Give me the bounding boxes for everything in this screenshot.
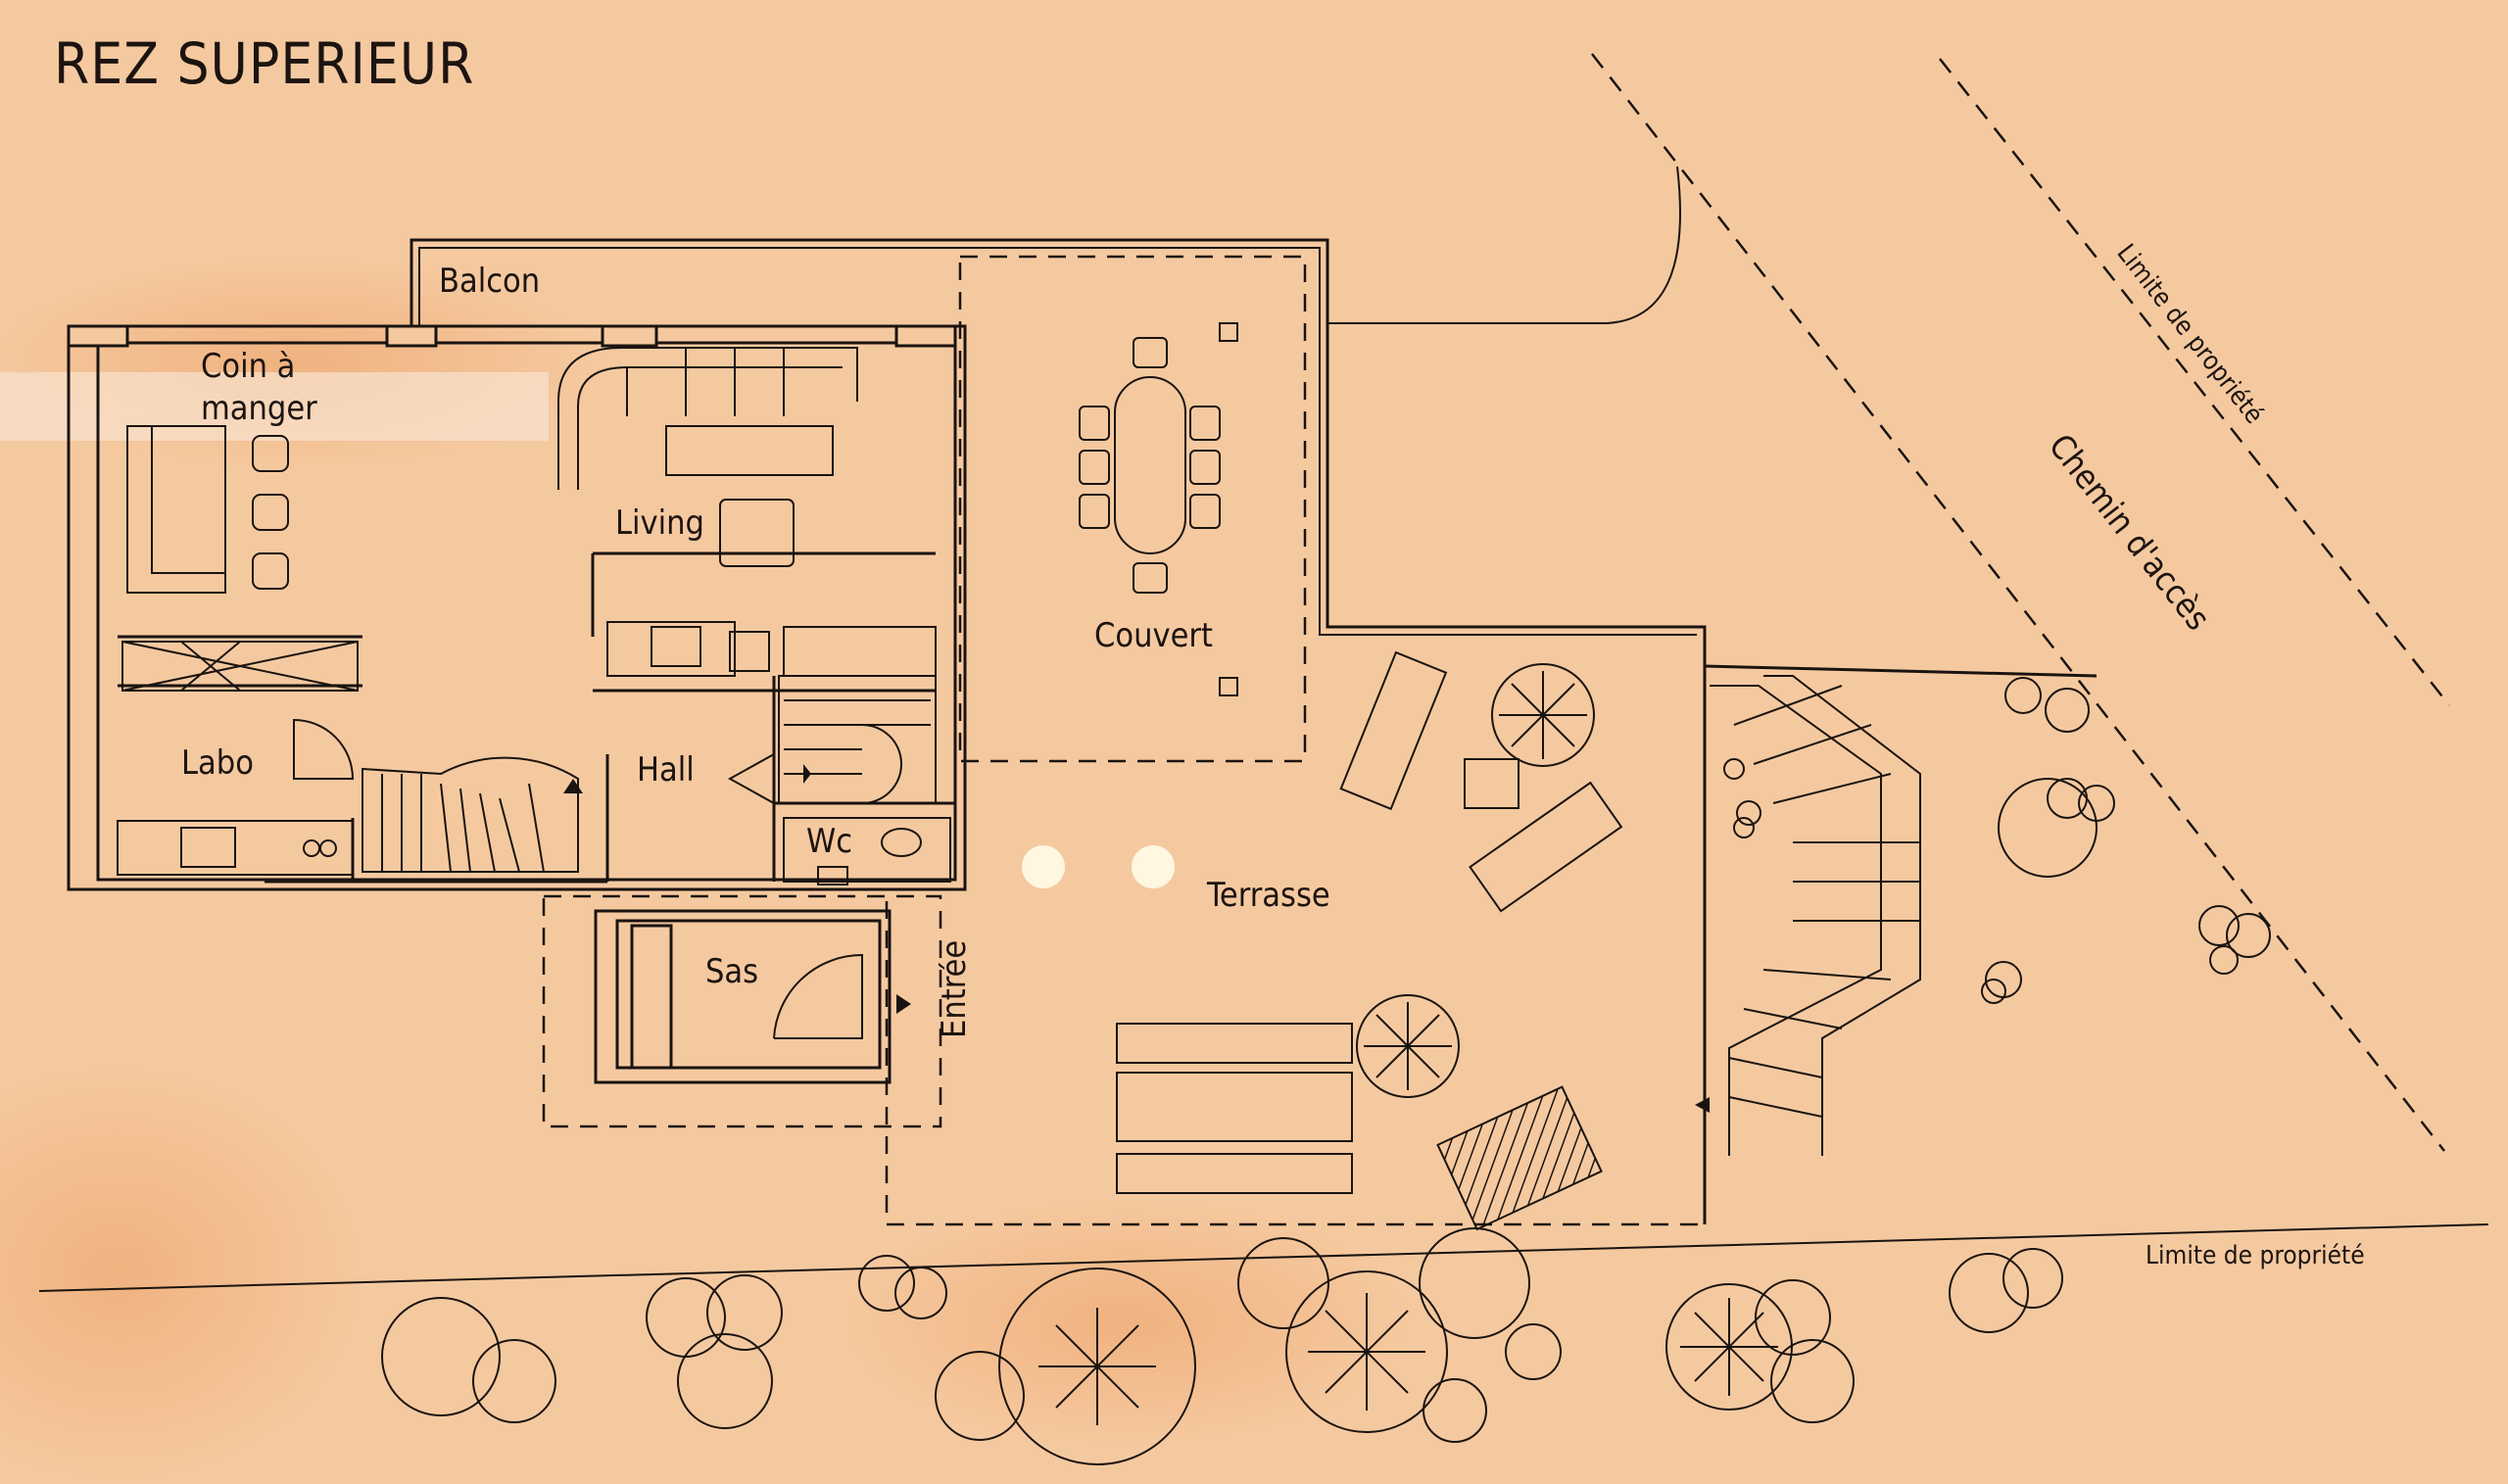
room-labels: Balcon Coin à manger Living Labo Hall Wc… [181, 262, 1330, 1038]
label-couvert: Couvert [1094, 616, 1213, 655]
plan-title: REZ SUPERIEUR [54, 30, 474, 97]
sas-walls [594, 909, 911, 1084]
balcon [410, 166, 1707, 1224]
dining-table [1079, 322, 1238, 696]
exterior-stair [1695, 664, 2098, 1156]
tree-canopy-marks [1038, 1293, 1778, 1425]
sas-outline [542, 894, 942, 1128]
property-lines [38, 53, 2489, 1292]
hall-stairs [727, 675, 951, 886]
label-hall: Hall [637, 750, 695, 790]
terrasse-outline [885, 901, 1705, 1226]
main-stairs [362, 756, 583, 873]
paper-stains [0, 255, 1421, 1484]
couvert-outline [958, 255, 1307, 763]
terrace-furniture [1022, 650, 1623, 1231]
label-limite-diagonal: Limite de propriété [2110, 239, 2268, 430]
kitchen [117, 425, 359, 876]
label-coin-line1: Coin à [201, 347, 295, 386]
label-labo: Labo [181, 743, 254, 783]
trees [381, 677, 2271, 1465]
label-balcon: Balcon [439, 262, 540, 301]
label-entree: Entrée [935, 940, 974, 1038]
label-sas: Sas [705, 952, 758, 991]
label-terrasse: Terrasse [1206, 876, 1330, 915]
label-limite-bottom: Limite de propriété [2146, 1241, 2365, 1270]
label-living: Living [615, 503, 704, 543]
label-chemin-acces: Chemin d'accès [2041, 427, 2217, 638]
label-wc: Wc [806, 822, 852, 861]
label-coin-line2: manger [201, 389, 317, 428]
